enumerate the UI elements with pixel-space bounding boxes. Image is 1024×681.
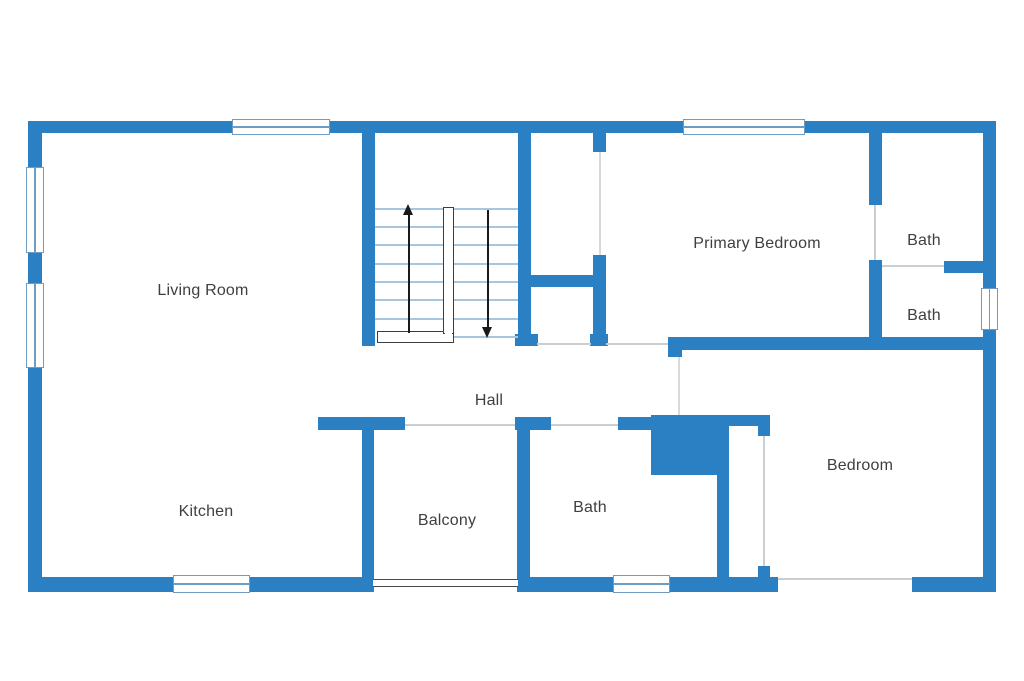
room-label-living-room: Living Room bbox=[157, 282, 249, 299]
wall bbox=[670, 577, 778, 592]
window bbox=[26, 167, 44, 253]
window bbox=[232, 119, 330, 135]
wall-bath-west bbox=[517, 430, 530, 577]
wall bbox=[590, 334, 608, 346]
wall bbox=[28, 121, 996, 133]
wall bbox=[593, 133, 606, 152]
door-opening bbox=[778, 578, 912, 580]
wall-stairwell-west bbox=[362, 133, 375, 346]
room-label-bath-lower: Bath bbox=[573, 499, 607, 516]
door-opening bbox=[599, 152, 601, 255]
room-label-bath-upper-2: Bath bbox=[907, 307, 941, 324]
wall-balcony-west bbox=[362, 430, 374, 577]
door-opening bbox=[551, 424, 618, 426]
wall bbox=[250, 577, 374, 592]
door-opening bbox=[606, 343, 668, 345]
stairs-down-arrow-icon bbox=[487, 210, 489, 329]
wall bbox=[912, 577, 996, 592]
stair-rail bbox=[377, 331, 454, 343]
window bbox=[683, 119, 805, 135]
door-opening bbox=[537, 343, 591, 345]
wall bbox=[515, 334, 538, 346]
window-mullion bbox=[614, 583, 669, 585]
window bbox=[981, 288, 998, 330]
room-label-bedroom: Bedroom bbox=[826, 457, 894, 474]
door-opening bbox=[678, 357, 680, 415]
wall bbox=[318, 417, 405, 430]
stairs-down-arrow-icon bbox=[482, 327, 492, 338]
wall bbox=[758, 566, 770, 578]
wall bbox=[983, 121, 996, 288]
wall bbox=[515, 417, 551, 430]
door-opening bbox=[405, 424, 515, 426]
window-mullion bbox=[988, 289, 991, 329]
room-label-kitchen: Kitchen bbox=[178, 503, 234, 520]
wall bbox=[517, 577, 613, 592]
wall bbox=[28, 121, 42, 167]
door-opening bbox=[874, 205, 876, 260]
wall bbox=[717, 475, 729, 577]
stair-rail bbox=[445, 331, 452, 341]
room-label-bath-upper-1: Bath bbox=[907, 232, 941, 249]
door-opening bbox=[882, 265, 944, 267]
wall bbox=[869, 133, 882, 205]
room-label-balcony: Balcony bbox=[417, 512, 477, 529]
window-mullion bbox=[34, 284, 36, 367]
wall bbox=[869, 260, 882, 350]
wall bbox=[758, 426, 770, 436]
wall bbox=[593, 255, 606, 346]
window-mullion bbox=[233, 126, 329, 128]
wall bbox=[28, 577, 173, 592]
room-label-hall: Hall bbox=[474, 392, 504, 409]
window bbox=[26, 283, 44, 368]
window bbox=[613, 575, 670, 593]
door-opening bbox=[763, 436, 765, 566]
room-label-primary-bedroom: Primary Bedroom bbox=[693, 235, 821, 252]
wall bbox=[668, 350, 682, 357]
wall-hall-north bbox=[668, 337, 996, 350]
window bbox=[173, 575, 250, 593]
window-mullion bbox=[34, 168, 36, 252]
window-mullion bbox=[174, 583, 249, 585]
stairs-up-arrow-icon bbox=[403, 204, 413, 215]
wall bbox=[983, 330, 996, 592]
wall-bath-divider bbox=[944, 261, 996, 273]
wall bbox=[729, 415, 770, 426]
wall bbox=[28, 368, 42, 592]
balcony-edge bbox=[373, 579, 518, 587]
window-mullion bbox=[684, 126, 804, 128]
wall bbox=[618, 417, 651, 430]
stair-rail bbox=[443, 207, 454, 334]
wall-closet-divider bbox=[518, 275, 606, 287]
closet-block bbox=[651, 415, 729, 475]
wall bbox=[28, 253, 42, 283]
stairs-up-arrow-icon bbox=[408, 214, 410, 333]
wall-stairwell-east bbox=[518, 133, 531, 346]
